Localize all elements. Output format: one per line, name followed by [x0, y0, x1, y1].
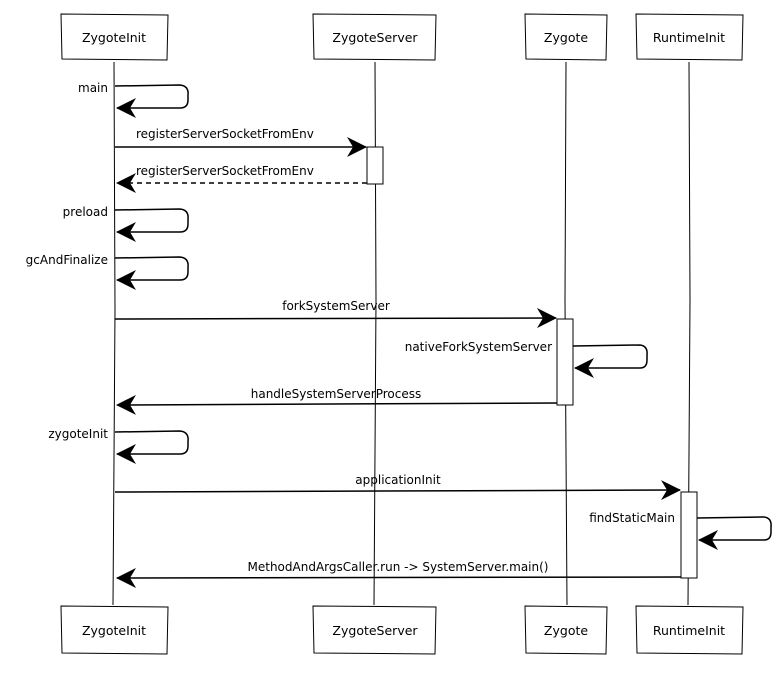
- message-main: main: [78, 81, 189, 118]
- message-gc-and-finalize: gcAndFinalize: [26, 253, 189, 290]
- activation-runtimeinit: [680, 491, 698, 579]
- message-register-call: registerServerSocketFromEnv: [115, 127, 367, 157]
- message-label: handleSystemServerProcess: [251, 387, 422, 401]
- message-label: findStaticMain: [589, 511, 675, 525]
- participant-label: ZygoteServer: [332, 30, 418, 45]
- message-label: zygoteInit: [48, 427, 108, 441]
- activation-zygote: [556, 318, 574, 406]
- participant-label: RuntimeInit: [653, 623, 725, 638]
- messages: main registerServerSocketFromEnv registe…: [26, 81, 772, 588]
- participant-zygote-bottom: Zygote: [524, 605, 608, 655]
- message-register-return: registerServerSocketFromEnv: [116, 164, 367, 193]
- message-label: applicationInit: [355, 473, 441, 487]
- lifeline-zygote: [564, 61, 568, 606]
- participant-runtimeinit-bottom: RuntimeInit: [635, 605, 744, 655]
- participant-zygote-top: Zygote: [524, 13, 608, 61]
- message-label: nativeForkSystemServer: [405, 340, 552, 354]
- participant-zygoteserver-top: ZygoteServer: [312, 13, 437, 61]
- participant-runtimeinit-top: RuntimeInit: [635, 13, 744, 61]
- activation-zygoteserver: [366, 146, 384, 185]
- message-fork-system-server: forkSystemServer: [114, 299, 557, 329]
- message-label: registerServerSocketFromEnv: [136, 127, 314, 141]
- participant-label: Zygote: [544, 623, 588, 638]
- activations: [366, 146, 698, 579]
- message-label: registerServerSocketFromEnv: [136, 164, 314, 178]
- participants-bottom: ZygoteInit ZygoteServer Zygote RuntimeIn…: [60, 605, 744, 655]
- participant-label: RuntimeInit: [653, 30, 725, 45]
- message-handle-system-server-process: handleSystemServerProcess: [116, 387, 558, 415]
- message-label: preload: [63, 205, 108, 219]
- message-label: forkSystemServer: [282, 299, 390, 313]
- participant-zygoteinit-top: ZygoteInit: [60, 13, 169, 61]
- participant-label: ZygoteInit: [82, 623, 146, 638]
- participants-top: ZygoteInit ZygoteServer Zygote RuntimeIn…: [60, 13, 744, 61]
- message-find-static-main: findStaticMain: [589, 511, 772, 550]
- message-method-and-args-caller: MethodAndArgsCaller.run -> SystemServer.…: [116, 560, 682, 588]
- participant-zygoteserver-bottom: ZygoteServer: [312, 605, 437, 655]
- participant-label: ZygoteInit: [82, 30, 146, 45]
- participant-label: ZygoteServer: [332, 623, 418, 638]
- message-preload: preload: [63, 205, 189, 242]
- participant-label: Zygote: [544, 30, 588, 45]
- message-label: main: [78, 81, 108, 95]
- lifeline-zygoteinit: [112, 61, 116, 606]
- message-zygote-init: zygoteInit: [48, 427, 189, 464]
- message-application-init: applicationInit: [114, 473, 681, 501]
- lifeline-zygoteserver: [373, 61, 377, 606]
- message-label: MethodAndArgsCaller.run -> SystemServer.…: [248, 560, 549, 574]
- message-native-fork-system-server: nativeForkSystemServer: [405, 340, 648, 378]
- message-label: gcAndFinalize: [26, 253, 108, 267]
- participant-zygoteinit-bottom: ZygoteInit: [60, 605, 169, 655]
